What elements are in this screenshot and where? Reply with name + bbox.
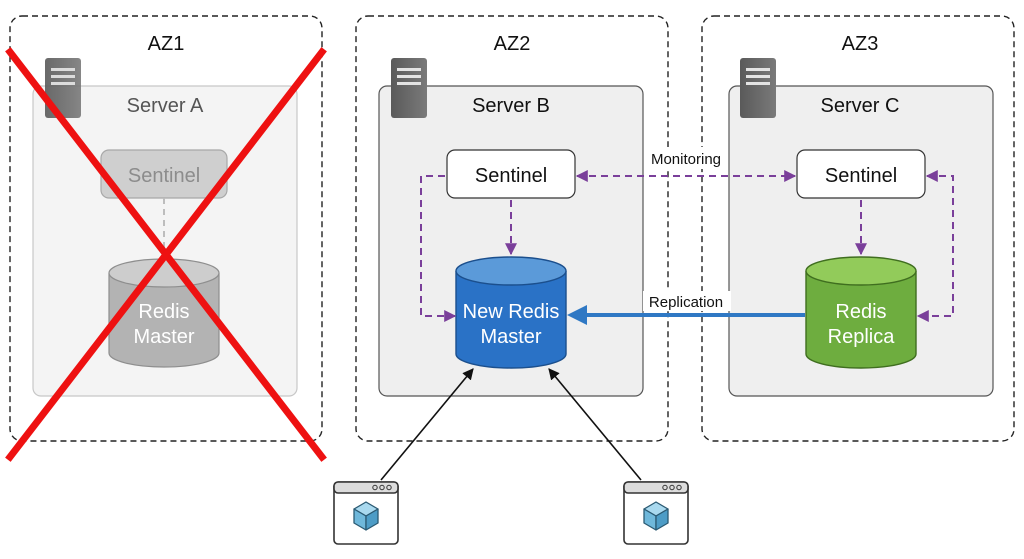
- sentinel-c-label: Sentinel: [825, 165, 897, 187]
- new-redis-master-line1: New Redis: [463, 301, 560, 323]
- redis-master-failed-line2: Master: [133, 326, 194, 348]
- monitoring-arrow-b-loop: [420, 175, 457, 322]
- client-app-icon: [623, 481, 689, 545]
- sentinel-b: Sentinel: [446, 149, 576, 199]
- failed-cross-icon: [5, 47, 327, 462]
- sentinel-a-label: Sentinel: [128, 165, 200, 187]
- sentinel-a: Sentinel: [100, 149, 228, 199]
- zone-az3: AZ3 Server C Sentinel Redis Replica: [701, 15, 1015, 442]
- monitoring-label-bg: [644, 147, 728, 169]
- monitoring-label: Monitoring: [651, 151, 721, 168]
- monitoring-arrow-c-loop: [916, 170, 954, 322]
- zone-az1-label: AZ1: [148, 33, 185, 55]
- server-b-label: Server B: [472, 95, 550, 117]
- cube-icon: [643, 501, 669, 531]
- server-rack-icon: [740, 58, 776, 118]
- zone-az3-label: AZ3: [842, 33, 879, 55]
- replication-label-bg: [643, 291, 731, 311]
- sentinel-b-label: Sentinel: [475, 165, 547, 187]
- redis-replica-line1: Redis: [835, 301, 886, 323]
- replication-label: Replication: [649, 294, 723, 311]
- server-c-label: Server C: [821, 95, 900, 117]
- redis-replica-line2: Replica: [828, 326, 896, 348]
- client-arrow-left: [380, 368, 474, 481]
- redis-master-failed-line1: Redis: [138, 301, 189, 323]
- redis-replica: Redis Replica: [805, 256, 917, 369]
- server-a-label: Server A: [127, 95, 204, 117]
- sentinel-c: Sentinel: [796, 149, 926, 199]
- server-rack-icon: [45, 58, 81, 118]
- new-redis-master: New Redis Master: [455, 256, 567, 369]
- cube-icon: [353, 501, 379, 531]
- server-rack-icon: [391, 58, 427, 118]
- redis-master-failed: Redis Master: [108, 258, 220, 368]
- zone-az1: AZ1 Server A Sentinel Redis Master: [5, 15, 327, 462]
- client-arrow-right: [548, 368, 642, 481]
- new-redis-master-line2: Master: [480, 326, 541, 348]
- monitoring-links: [420, 170, 954, 322]
- zone-az2-label: AZ2: [494, 33, 531, 55]
- client-app-icon: [333, 481, 399, 545]
